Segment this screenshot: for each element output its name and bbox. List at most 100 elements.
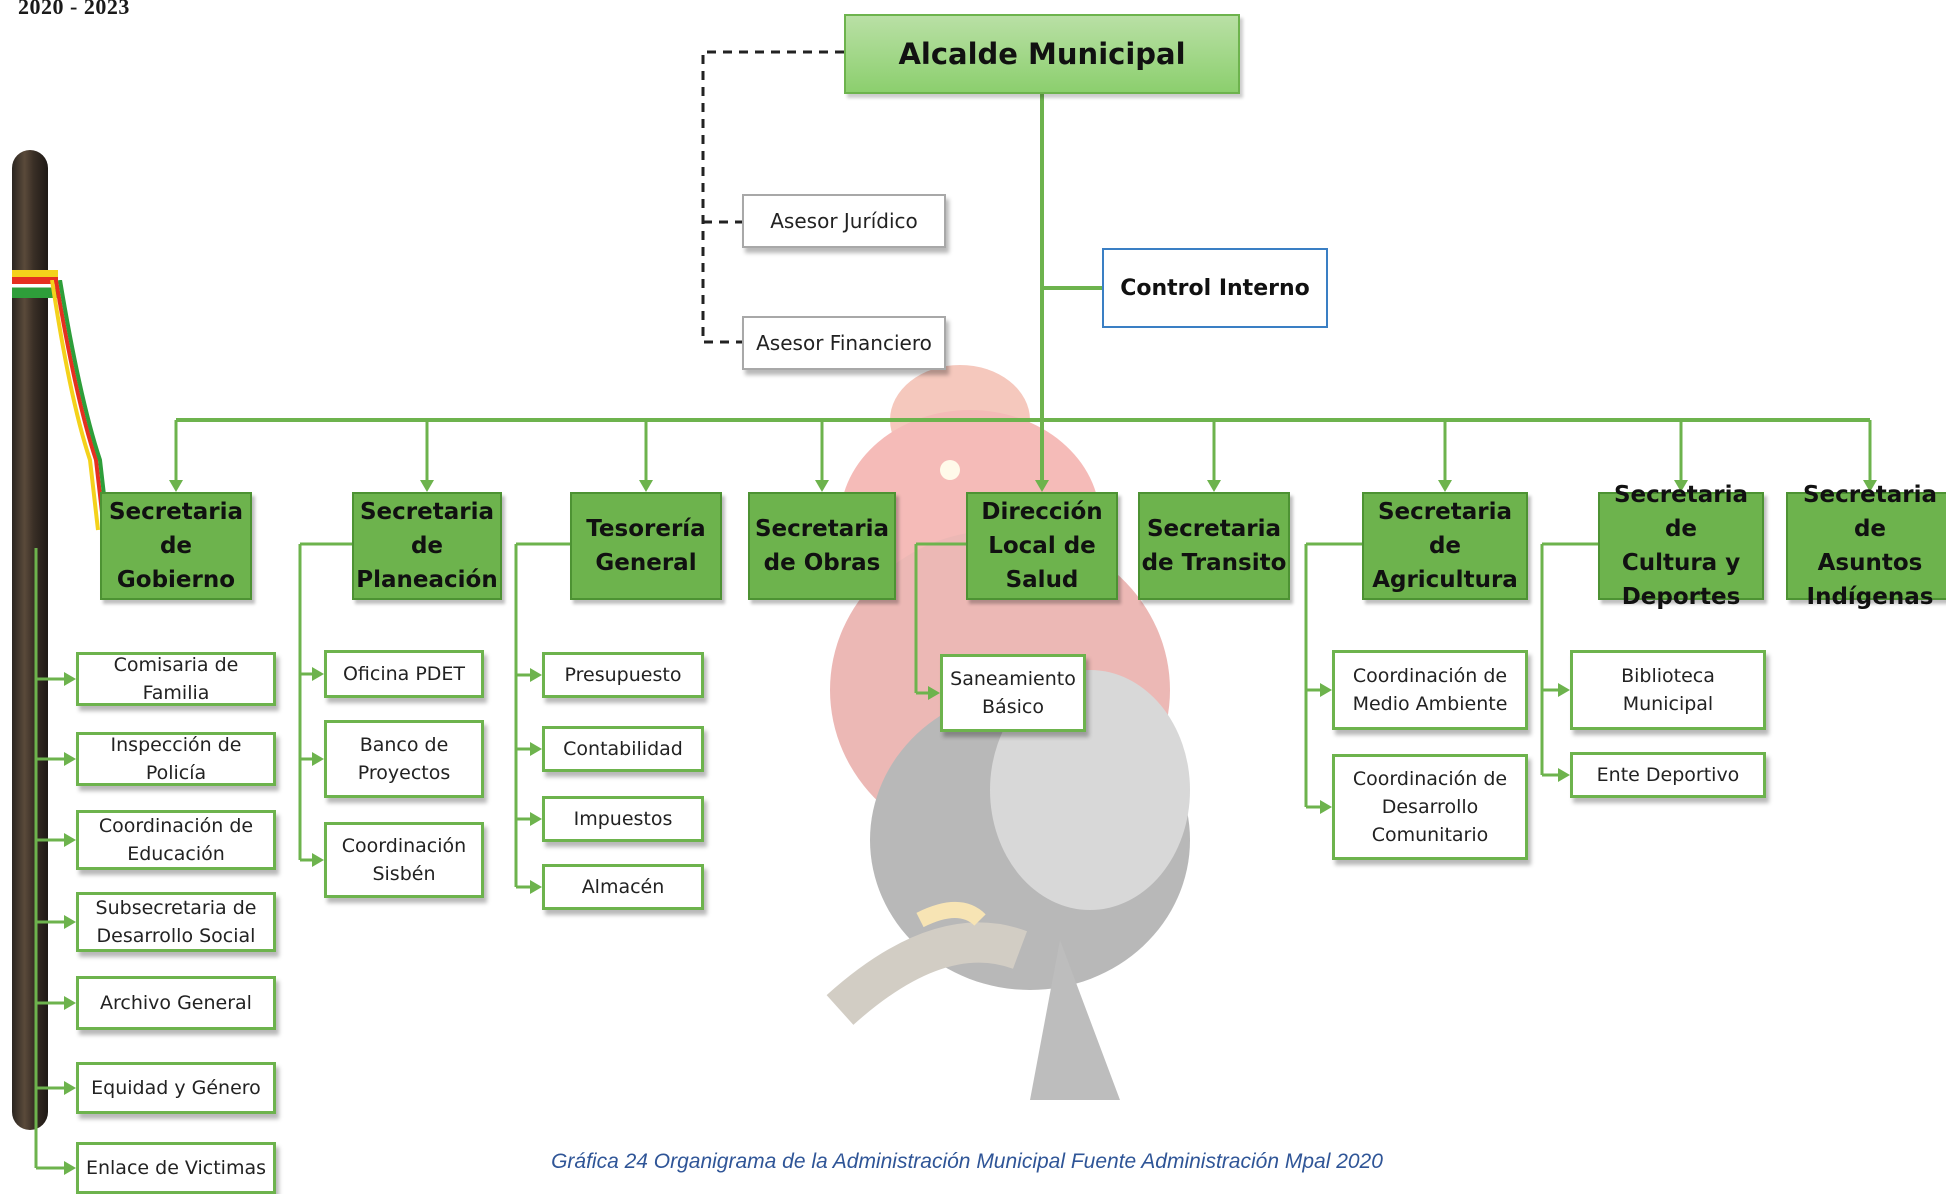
arrow-right-icon	[1320, 683, 1332, 697]
sub-unit-box-line: Proyectos	[357, 762, 451, 784]
arrow-right-icon	[1320, 800, 1332, 814]
department-box-line: de	[159, 533, 193, 559]
sub-unit-box-line: Comisaria de Familia	[113, 654, 239, 704]
sub-unit-box-line: Contabilidad	[563, 738, 683, 760]
arrow-down-icon	[420, 480, 434, 492]
sub-unit-box: Impuestos	[542, 796, 704, 842]
sub-unit-box-line: Sisbén	[372, 863, 436, 885]
sub-unit-box-line: Coordinación de	[1352, 665, 1508, 687]
sub-unit-box-line: Equidad y Género	[91, 1077, 261, 1099]
sub-unit-box-line: Ente Deportivo	[1596, 764, 1740, 786]
sub-unit-box: Presupuesto	[542, 652, 704, 698]
sub-unit-box: Contabilidad	[542, 726, 704, 772]
arrow-down-icon	[1863, 480, 1877, 492]
sub-unit-box-line: Biblioteca	[1621, 665, 1715, 687]
department-box-line: Secretaria	[359, 499, 494, 525]
arrow-right-icon	[64, 833, 76, 847]
arrow-down-icon	[169, 480, 183, 492]
arrow-right-icon	[312, 667, 324, 681]
arrow-right-icon	[312, 752, 324, 766]
sub-unit-box: Enlace de Victimas	[76, 1142, 276, 1194]
arrow-right-icon	[64, 1161, 76, 1175]
sub-unit-box-line: Impuestos	[573, 808, 673, 830]
sub-unit-box-line: Comunitario	[1371, 824, 1489, 846]
arrow-right-icon	[530, 668, 542, 682]
department-box-line: Secretaria	[754, 516, 889, 542]
department-box-line: Secretaria de	[1613, 482, 1748, 542]
department-box-line: Indígenas	[1806, 584, 1934, 610]
asesor-juridico-box: Asesor Jurídico	[742, 194, 946, 248]
sub-unit-box-line: Archivo General	[100, 992, 252, 1014]
arrow-right-icon	[530, 742, 542, 756]
department-box-line: Secretaria de	[1802, 482, 1937, 542]
department-box-line: Agricultura	[1372, 567, 1518, 593]
sub-unit-box: Subsecretaria de Desarrollo Social	[76, 892, 276, 952]
control-interno-box: Control Interno	[1102, 248, 1328, 328]
asesor-juridico-box-line: Asesor Jurídico	[770, 209, 918, 233]
arrow-down-icon	[639, 480, 653, 492]
sub-unit-box: Almacén	[542, 864, 704, 910]
years-label: 2020 - 2023	[18, 0, 130, 19]
department-box-line: Salud	[1005, 567, 1079, 593]
sub-unit-box-line: Educación	[127, 843, 225, 865]
sub-unit-box-line: Coordinación de	[1352, 768, 1508, 790]
sub-unit-box-line: Subsecretaria de	[95, 897, 257, 919]
arrow-down-icon	[1674, 480, 1688, 492]
ribbon-tail-icon	[50, 280, 110, 531]
sub-unit-box-line: Banco de	[359, 734, 449, 756]
sub-unit-box-line: Saneamiento	[950, 668, 1076, 690]
sub-unit-box-line: Enlace de Victimas	[85, 1157, 267, 1179]
arrow-down-icon	[815, 480, 829, 492]
sub-unit-box: Equidad y Género	[76, 1062, 276, 1114]
department-box-line: Deportes	[1621, 584, 1741, 610]
department-box-line: Secretaria	[1146, 516, 1281, 542]
alcalde-municipal-box-line: Alcalde Municipal	[898, 37, 1186, 71]
sub-unit-box: Coordinación de Educación	[76, 810, 276, 870]
department-box-line: Cultura y	[1621, 550, 1741, 576]
asesor-financiero-box-line: Asesor Financiero	[756, 331, 932, 355]
arrow-down-icon	[1207, 480, 1221, 492]
sub-unit-box-line: Almacén	[581, 876, 665, 898]
sub-unit-box: Banco de Proyectos	[324, 720, 484, 798]
asesor-financiero-box: Asesor Financiero	[742, 316, 946, 370]
sub-unit-box-line: Inspección de Policía	[110, 734, 242, 784]
figure-caption: Gráfica 24 Organigrama de la Administrac…	[551, 1150, 1383, 1173]
arrow-down-icon	[1035, 480, 1049, 492]
arrow-right-icon	[928, 686, 940, 700]
department-box: Secretaria de Transito	[1138, 492, 1290, 600]
sub-unit-box-line: Oficina PDET	[342, 663, 466, 685]
arrow-right-icon	[312, 853, 324, 867]
arrow-right-icon	[64, 1081, 76, 1095]
connector-line	[701, 50, 844, 344]
department-box-line: Secretaria	[108, 499, 243, 525]
arrow-right-icon	[64, 752, 76, 766]
department-box: Secretaria de Cultura y Deportes	[1598, 482, 1764, 610]
department-box-line: de Transito	[1141, 550, 1287, 576]
flag-ribbon-icon	[12, 270, 58, 298]
department-box-line: Tesorería	[586, 516, 706, 542]
ceremonial-staff-icon	[12, 150, 48, 1130]
sub-unit-box-line: Desarrollo Social	[96, 925, 256, 947]
arrow-right-icon	[530, 880, 542, 894]
sub-unit-box-line: Coordinación de	[98, 815, 254, 837]
arrow-right-icon	[1558, 768, 1570, 782]
department-box-line: de	[410, 533, 444, 559]
department-box-line: Gobierno	[116, 567, 236, 593]
sub-unit-box: Comisaria de Familia	[76, 652, 276, 706]
department-box-line: Asuntos	[1817, 550, 1923, 576]
department-box-line: Local de	[988, 533, 1096, 559]
department-box-line: General	[595, 550, 697, 576]
sub-unit-box-line: Presupuesto	[564, 664, 682, 686]
